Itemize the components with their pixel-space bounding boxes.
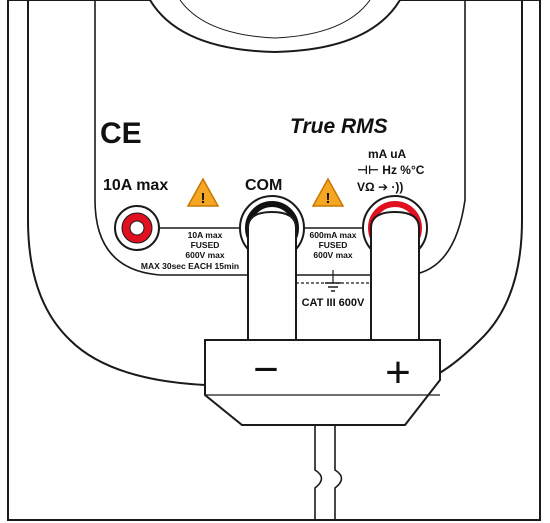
- meter-body-left-edge: [27, 0, 206, 386]
- svg-text:!: !: [201, 190, 206, 207]
- ten-amp-rating-line: MAX 30sec EACH 15min: [141, 261, 239, 271]
- warning-icon: !: [186, 177, 220, 207]
- ground-icon: [296, 270, 371, 292]
- ten-amp-rating-line: 600V max: [185, 250, 224, 260]
- ten-amp-label: 10A max: [103, 177, 168, 194]
- warning-icon: !: [311, 177, 345, 207]
- cat-rating-label: CAT III 600V: [302, 297, 365, 309]
- svg-text:!: !: [326, 190, 331, 207]
- vohm-probe-plug: [370, 210, 420, 346]
- probe-cable-left: [314, 425, 323, 520]
- minus-symbol: −: [253, 345, 279, 394]
- com-label: COM: [245, 177, 282, 194]
- vohm-rating-line: 600V max: [313, 250, 352, 260]
- true-rms-label: True RMS: [290, 115, 388, 138]
- vohm-rating-line: FUSED: [319, 240, 348, 250]
- vohm-label-line3: VΩ ➔ ·)): [357, 180, 403, 194]
- clamp-jaw: [149, 0, 401, 54]
- vohm-label-line2: ⊣⊢ Hz %°C: [357, 163, 425, 177]
- clamp-jaw-inner: [179, 0, 371, 39]
- vohm-label-line1: mA uA: [368, 147, 407, 161]
- vohm-rating-line: 600mA max: [310, 230, 357, 240]
- plus-symbol: +: [385, 348, 411, 397]
- terminal-panel: [94, 0, 466, 276]
- ce-mark: CE: [100, 117, 142, 150]
- probe-cable-right: [334, 425, 343, 520]
- ten-amp-rating-line: FUSED: [191, 240, 220, 250]
- ten-amp-terminal[interactable]: [114, 205, 160, 251]
- ten-amp-rating-line: 10A max: [188, 230, 223, 240]
- com-probe-plug: [247, 210, 297, 346]
